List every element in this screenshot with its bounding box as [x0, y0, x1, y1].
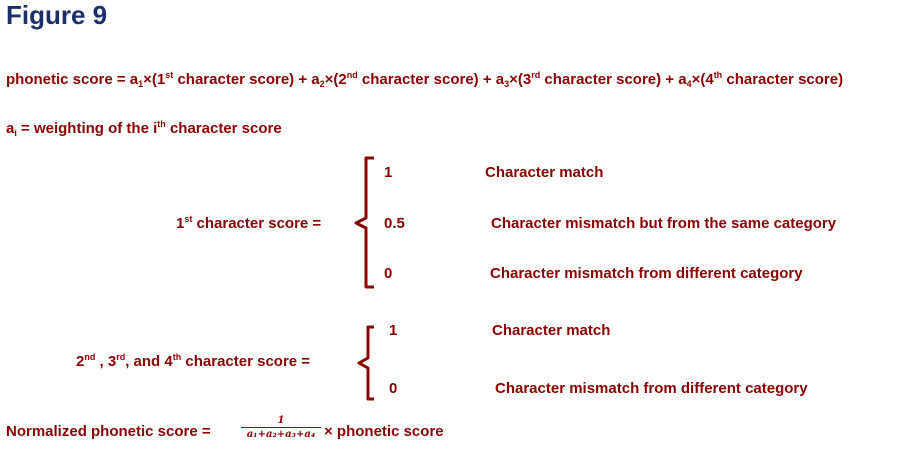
first-score-label-post: character score = [192, 215, 322, 232]
other-scores-p1: 2 [76, 353, 85, 370]
first-score-label-sup: st [184, 214, 193, 224]
other-scores-value-2: 0 [389, 380, 398, 397]
other-scores-p4: character score = [181, 353, 311, 370]
formula-index-4: 4 [686, 79, 692, 89]
figure-title: Figure 9 [6, 0, 108, 30]
normalized-fraction: 1 a₁+a₂+a₃+a₄ [241, 415, 321, 440]
weighting-sub: i [14, 128, 17, 138]
fraction-denominator: a₁+a₂+a₃+a₄ [246, 429, 316, 440]
weighting-a: a [6, 120, 15, 137]
formula-index-1: 1 [138, 79, 144, 89]
formula-part-5: ×(3 [509, 71, 532, 88]
formula-part-6: character score) + a [540, 71, 687, 88]
other-scores-desc-2: Character mismatch from different catego… [495, 380, 808, 397]
first-score-value-3: 0 [384, 265, 393, 282]
formula-part-2: character score) + a [173, 71, 320, 88]
first-score-value-2: 0.5 [384, 215, 405, 232]
formula-sup-3: rd [531, 70, 541, 80]
other-scores-p3: , and 4 [125, 353, 173, 370]
first-score-value-1: 1 [384, 164, 393, 181]
other-scores-p2: , 3 [95, 353, 117, 370]
formula-sup-1: st [165, 70, 174, 80]
fraction-numerator: 1 [277, 415, 285, 426]
other-scores-desc-1: Character match [492, 322, 611, 339]
formula-part-8: character score) [722, 71, 844, 88]
weighting-sup: th [157, 119, 166, 129]
fraction-bar [241, 427, 321, 428]
weighting-definition: ai = weighting of the ith character scor… [6, 119, 282, 138]
first-score-desc-1: Character match [485, 164, 604, 181]
weighting-rest: character score [165, 120, 282, 137]
first-score-label-pre: 1 [176, 215, 185, 232]
normalized-label: Normalized phonetic score = [6, 423, 211, 440]
other-scores-label: 2nd , 3rd, and 4th character score = [76, 352, 311, 371]
other-scores-s3: th [172, 352, 182, 362]
formula-part-1: ×(1 [143, 71, 166, 88]
formula-part-7: ×(4 [691, 71, 714, 88]
normalized-tail: × phonetic score [324, 423, 444, 440]
formula-part-3: ×(2 [324, 71, 347, 88]
formula-index-2: 2 [319, 79, 325, 89]
first-score-brace [354, 156, 374, 289]
formula-part-4: character score) + a [357, 71, 505, 88]
formula-index-3: 3 [504, 79, 510, 89]
formula-sup-2: nd [346, 70, 358, 80]
first-score-label: 1st character score = [176, 214, 322, 233]
formula-lhs: phonetic score = a [6, 71, 139, 88]
formula-sup-4: th [713, 70, 723, 80]
first-score-desc-2: Character mismatch but from the same cat… [491, 215, 837, 232]
other-scores-s1: nd [84, 352, 96, 362]
other-scores-brace [357, 325, 374, 401]
other-scores-value-1: 1 [389, 322, 398, 339]
other-scores-s2: rd [116, 352, 126, 362]
first-score-desc-3: Character mismatch from different catego… [490, 265, 803, 282]
weighting-text: = weighting of the i [16, 120, 158, 137]
phonetic-score-formula: phonetic score = a1×(1st character score… [6, 70, 844, 89]
